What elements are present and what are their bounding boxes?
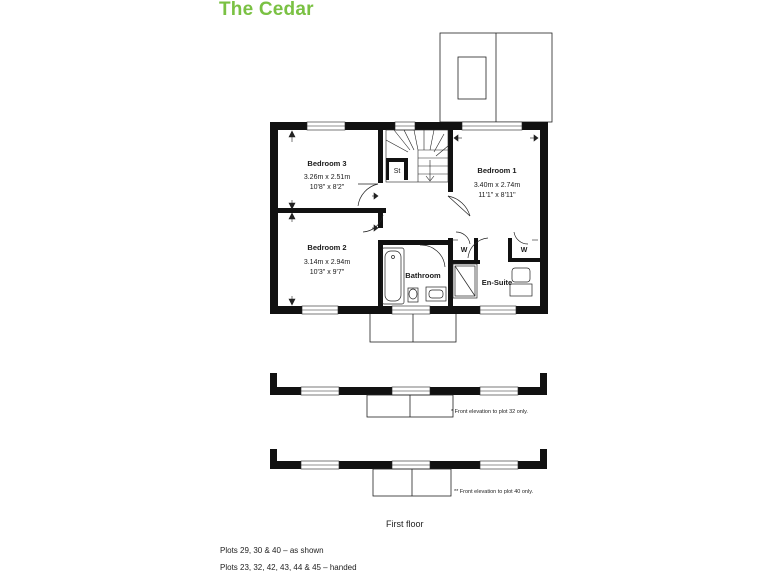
- internal-walls: [278, 130, 540, 308]
- bedroom3-imperial: 10'8" x 8'2": [310, 184, 345, 191]
- staircase: [385, 129, 449, 183]
- bedroom3-metric: 3.26m x 2.51m: [304, 174, 350, 181]
- front-elevation-plot40: [270, 449, 547, 497]
- bedroom1-imperial: 11'1" x 8'11": [478, 192, 516, 199]
- floor-caption: First floor: [386, 519, 424, 529]
- rooflight-window: [457, 56, 487, 100]
- plots-handed: Plots 23, 32, 42, 43, 44 & 45 – handed: [220, 563, 357, 572]
- plots-as-shown: Plots 29, 30 & 40 – as shown: [220, 546, 324, 555]
- front-elevation-plot32: [270, 373, 547, 418]
- bedroom3-label: Bedroom 3: [307, 159, 346, 168]
- bedroom2-metric: 3.14m x 2.94m: [304, 259, 350, 266]
- dimension-markers: [288, 130, 539, 306]
- bathroom-label: Bathroom: [405, 271, 441, 280]
- bedroom1-label: Bedroom 1: [477, 166, 516, 175]
- bedroom2-label: Bedroom 2: [307, 243, 346, 252]
- wardrobe-left-label: W: [461, 247, 468, 254]
- plot40-note: ** Front elevation to plot 40 only.: [454, 489, 534, 495]
- door-swings: [357, 183, 529, 268]
- bathroom-fixtures: [381, 247, 533, 305]
- wardrobe-right-label: W: [521, 247, 528, 254]
- bedroom1-metric: 3.40m x 2.74m: [474, 182, 520, 189]
- ensuite-label: En-Suite: [482, 278, 512, 287]
- page-title: The Cedar: [219, 0, 314, 20]
- bedroom2-imperial: 10'3" x 9'7": [310, 269, 345, 276]
- plot32-note: * Front elevation to plot 32 only.: [451, 409, 528, 415]
- store-label: St: [394, 168, 401, 175]
